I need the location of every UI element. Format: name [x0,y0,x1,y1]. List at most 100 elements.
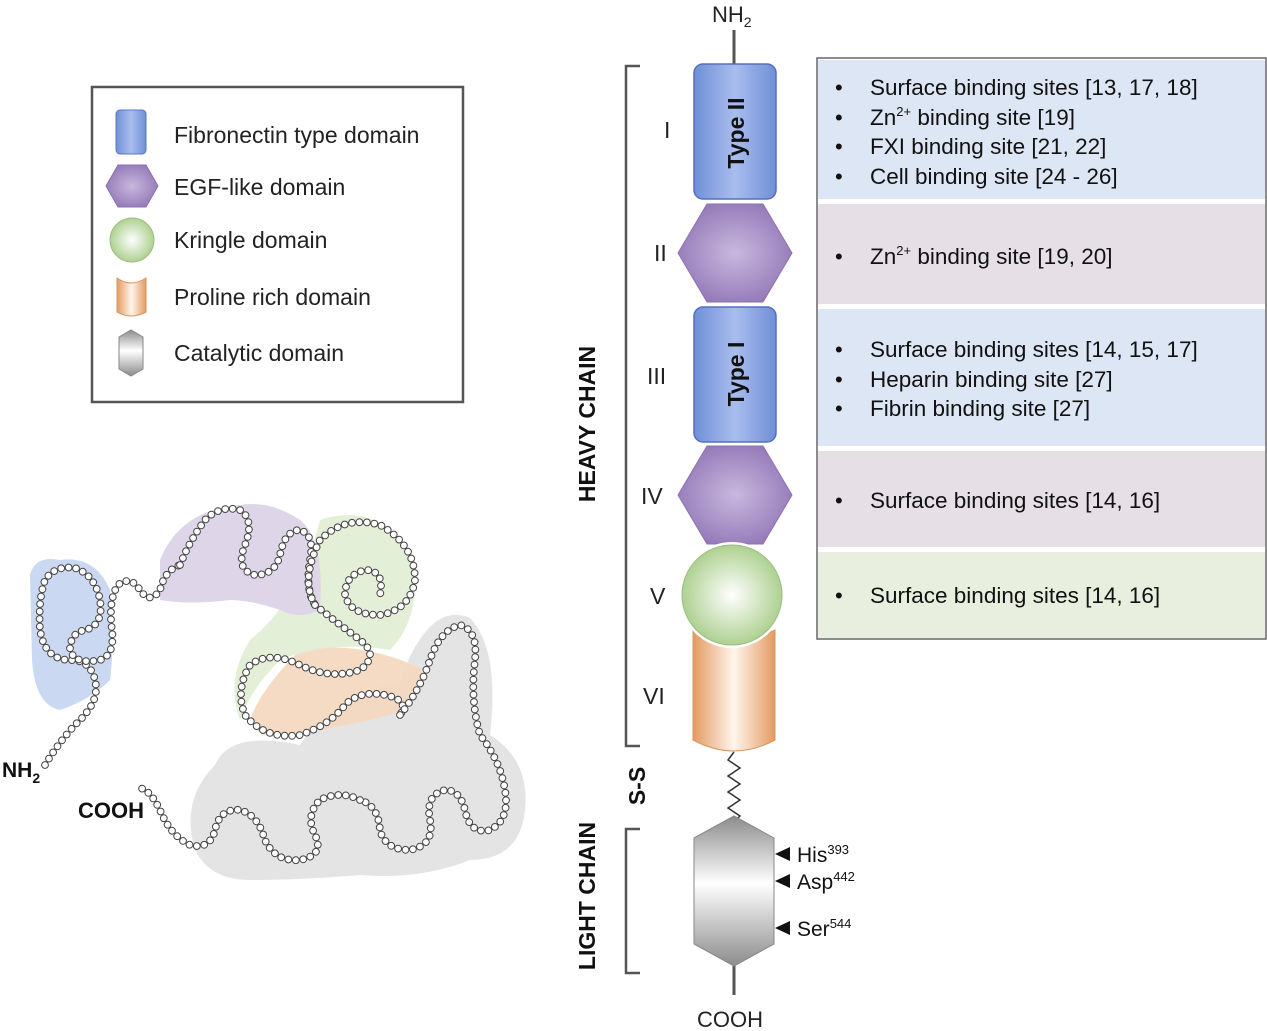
residue-bead [87,666,95,675]
residue-bead [469,683,478,691]
residue-bead [266,729,274,737]
residue-bead [396,711,404,719]
residue-bead [358,638,367,646]
residue-bead [259,726,267,734]
residue-bead [72,719,81,728]
residue-bead [416,679,425,688]
residue-bead [237,554,246,563]
residue-bead [381,837,390,845]
residue-bead [323,669,332,678]
residue-bead [348,603,357,611]
info-line-surface-binding-1: Surface binding sites [13, 17, 18] [870,75,1198,100]
residue-bead [470,705,479,714]
bead-chain [35,504,510,865]
proline-region-shade [250,647,422,737]
legend-label-egf: EGF-like domain [174,174,345,200]
info-line-surface-binding-3: Surface binding sites [14, 16] [870,488,1160,513]
residue-bead [344,698,353,706]
residue-bead [376,611,385,619]
residue-bead [361,609,370,618]
catalytic-region-shade [190,614,526,880]
residue-bead [406,590,415,599]
residue-bead [463,625,472,633]
residue-bead [304,579,313,588]
residue-bead [107,600,116,609]
domain-roman-IV: IV [641,483,663,509]
residue-bead [380,690,388,699]
legend-label-proline: Proline rich domain [174,284,371,310]
residue-bead [369,610,377,619]
residue-bead [309,804,318,813]
residue-bead [322,610,331,619]
residue-bead [305,587,314,595]
legend-swatch-egf [105,164,159,208]
residue-bead [409,561,418,570]
residue-bead [372,690,381,698]
residue-bead [370,519,379,528]
residue-bead [364,657,373,666]
residue-bead [192,842,201,850]
residue-bead [67,637,76,645]
residue-ser: Ser544 [775,916,851,941]
legend-label-kringle: Kringle domain [174,227,327,253]
residue-bead [206,836,215,845]
residue-bead [348,518,356,527]
info-bullet: • [835,164,843,189]
residue-bead [240,807,249,816]
residue-bead [115,580,124,588]
residue-bead [353,667,361,675]
info-bullet: • [835,105,843,130]
residue-bead [411,576,419,585]
residue-bead [266,653,274,662]
info-bullet: • [835,75,843,100]
residue-bead [68,651,77,659]
residue-bead [309,826,318,835]
residue-bead [453,791,462,799]
residue-bead [316,668,324,677]
residue-bead [182,547,190,556]
residue-bead [47,649,55,658]
residue-bead [284,855,293,864]
residue-bead [330,670,339,678]
residue-bead [156,807,165,816]
residue-bead [469,690,478,699]
residue-his: His393 [775,842,849,867]
residue-bead [334,619,343,628]
residue-bead [340,520,349,529]
residue-bead [484,826,493,835]
residue-bead [236,506,245,515]
residue-bead [471,653,480,661]
residue-bead [144,788,153,797]
residue-bead [241,540,250,548]
residue-bead [145,593,154,602]
svg-text:Asp442: Asp442 [797,869,855,894]
light-chain-label: LIGHT CHAIN [574,822,600,970]
disulfide-label: S-S [624,767,650,805]
residue-bead [246,717,255,726]
residue-bead [457,797,466,805]
residue-bead [82,657,90,665]
residue-bead [409,692,417,701]
residue-bead [343,597,352,606]
residue-bead [44,571,53,580]
residue-bead [401,845,410,854]
residue-bead [341,590,349,599]
info-line-surface-binding-4: Surface binding sites [14, 16] [870,583,1160,608]
residue-bead [241,712,250,720]
residue-bead [138,784,147,793]
residue-bead [90,673,99,681]
legend-swatch-proline [116,277,147,317]
residue-bead [410,569,419,577]
residue-bead [108,637,117,646]
residue-bead [38,585,47,594]
light-chain-bracket [624,827,640,975]
residue-bead [173,832,182,841]
residue-bead [404,547,412,556]
residue-bead [84,572,93,581]
residue-bead [87,702,95,710]
info-panel-2 [818,204,1265,304]
residue-bead [270,563,279,571]
residue-bead [416,842,424,851]
info-bullet: • [835,583,843,608]
residue-bead [501,788,510,797]
